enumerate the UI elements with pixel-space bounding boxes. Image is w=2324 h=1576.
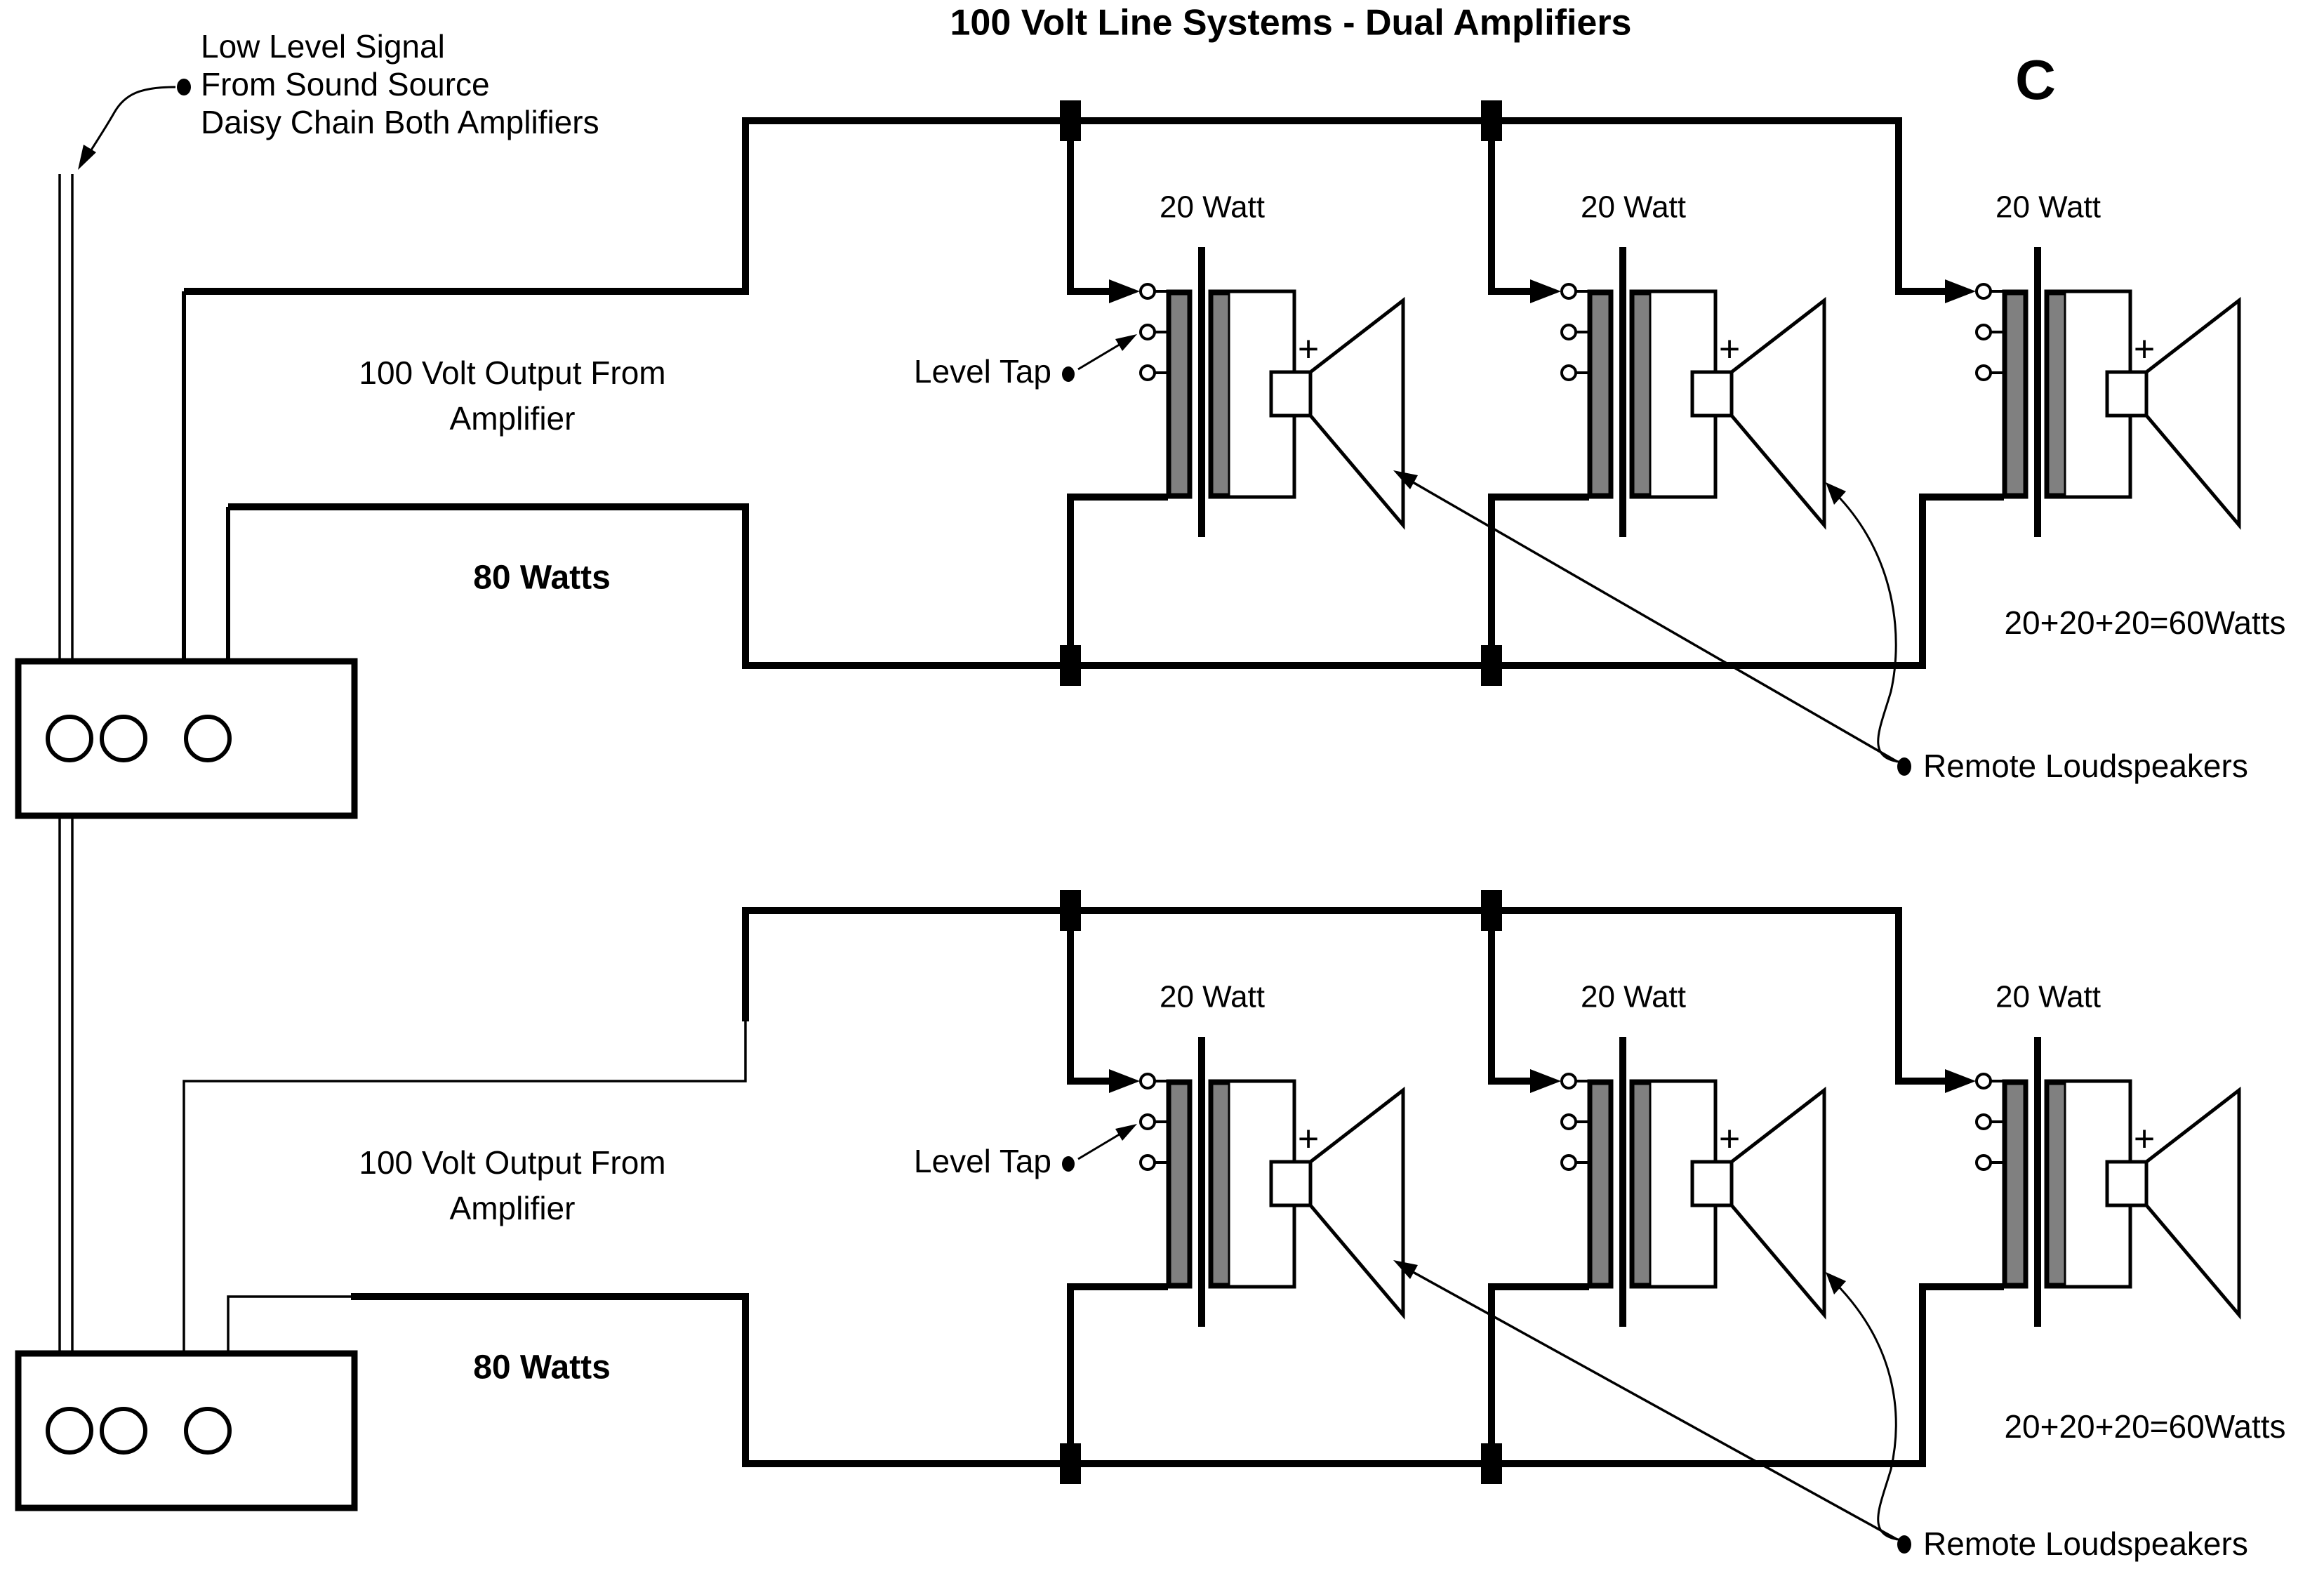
amp2-speaker-drops xyxy=(1067,910,1533,1085)
polarity-mark: + xyxy=(1719,329,1740,370)
speaker-power-label: 20 Watt xyxy=(1996,980,2101,1014)
amplifier-1 xyxy=(15,658,358,819)
remote-callout-1: Remote Loudspeakers xyxy=(1393,470,2248,784)
amp-knob xyxy=(184,715,232,762)
callout-arrowhead xyxy=(1115,1124,1137,1141)
callout-dot xyxy=(1897,1535,1911,1554)
source-note: Low Level Signal From Sound Source Daisy… xyxy=(78,28,599,170)
callout-arrowhead xyxy=(1826,482,1846,505)
amp1-positive-bus xyxy=(184,117,1948,295)
note-arrowhead xyxy=(78,145,96,170)
callout-arrowhead xyxy=(1393,1260,1418,1279)
callout-arrowhead xyxy=(1115,334,1137,351)
source-note-line3: Daisy Chain Both Amplifiers xyxy=(201,104,599,140)
polarity-mark: + xyxy=(1298,1119,1319,1160)
junction xyxy=(1481,100,1502,141)
remote-label: Remote Loudspeakers xyxy=(1923,1525,2248,1562)
callout-line xyxy=(1077,1132,1122,1160)
amp2-output-risers xyxy=(182,1021,747,1353)
output-label-line2: Amplifier xyxy=(450,400,576,437)
note-dot xyxy=(177,79,191,95)
speaker-power-label: 20 Watt xyxy=(1160,190,1265,225)
level-tap-label: Level Tap xyxy=(914,1143,1051,1179)
amp1-speaker-drops xyxy=(1067,121,1533,295)
junction xyxy=(1060,100,1081,141)
callout-line xyxy=(1077,342,1122,371)
amp-knob xyxy=(46,1407,93,1455)
note-arrow-curve xyxy=(84,86,176,161)
amp-power-label: 80 Watts xyxy=(473,1349,611,1386)
polarity-mark: + xyxy=(1719,1119,1740,1160)
output-label-line1: 100 Volt Output From xyxy=(359,1144,665,1181)
junction xyxy=(1060,645,1081,686)
amp1-output-risers xyxy=(182,291,230,661)
callout-dot xyxy=(1897,757,1911,776)
amp1-return-bus xyxy=(228,494,2004,669)
sum-label: 20+20+20=60Watts xyxy=(2004,1408,2285,1445)
junction xyxy=(1481,1443,1502,1484)
amp-knob xyxy=(184,1407,232,1455)
output-label-line2: Amplifier xyxy=(450,1190,576,1226)
amp-power-label: 80 Watts xyxy=(473,559,611,597)
remote-label: Remote Loudspeakers xyxy=(1923,748,2248,784)
amp-knob xyxy=(100,715,147,762)
corner-label: C xyxy=(2015,48,2056,111)
amp1-speaker-returns xyxy=(1067,494,1589,666)
source-note-line1: Low Level Signal xyxy=(201,28,445,65)
junction xyxy=(1060,890,1081,931)
callout-dot xyxy=(1062,1156,1075,1172)
level-tap-callout-2: Level Tap xyxy=(914,1124,1137,1179)
polarity-mark: + xyxy=(1298,329,1319,370)
amp2-positive-bus xyxy=(742,907,1948,1085)
amp2-speaker-returns xyxy=(1067,1283,1589,1464)
amp-knob xyxy=(46,715,93,762)
junction xyxy=(1481,645,1502,686)
callout-line-straight xyxy=(1412,1271,1898,1541)
output-label-line1: 100 Volt Output From xyxy=(359,355,665,391)
amp2-return-bus xyxy=(351,1283,2004,1467)
level-tap-label: Level Tap xyxy=(914,353,1051,390)
callout-arrowhead xyxy=(1826,1272,1846,1294)
callout-dot xyxy=(1062,366,1075,382)
callout-line-curved xyxy=(1834,1282,1905,1542)
junction xyxy=(1481,890,1502,931)
source-note-line2: From Sound Source xyxy=(201,66,490,102)
amplifier-2 xyxy=(15,1350,358,1511)
sum-label: 20+20+20=60Watts xyxy=(2004,604,2285,641)
page-title: 100 Volt Line Systems - Dual Amplifiers xyxy=(950,3,1632,44)
junction xyxy=(1060,1443,1081,1484)
polarity-mark: + xyxy=(2134,1119,2155,1160)
speaker-power-label: 20 Watt xyxy=(1581,190,1686,225)
callout-line-curved xyxy=(1834,492,1905,764)
remote-callout-2: Remote Loudspeakers xyxy=(1393,1260,2248,1562)
amp-knob xyxy=(100,1407,147,1455)
level-tap-callout-1: Level Tap xyxy=(914,334,1137,390)
speaker-power-label: 20 Watt xyxy=(1160,980,1265,1014)
callout-arrowhead xyxy=(1393,470,1418,489)
amplifier-system-2: 20 Watt 20 Watt 20 Watt + + + Level Tap … xyxy=(15,890,2286,1562)
amplifier-system-1: 20 Watt 20 Watt 20 Watt + + + Level Tap … xyxy=(15,100,2286,819)
polarity-mark: + xyxy=(2134,329,2155,370)
callout-line-straight xyxy=(1412,481,1898,763)
speaker-power-label: 20 Watt xyxy=(1996,190,2101,225)
speaker-power-label: 20 Watt xyxy=(1581,980,1686,1014)
